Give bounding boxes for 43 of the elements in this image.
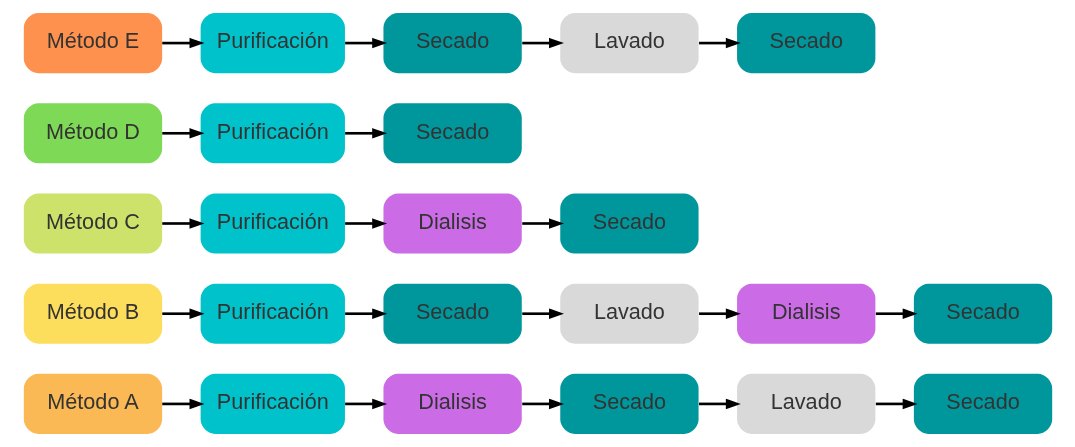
node-box: Método B [23, 283, 162, 344]
node-box: Secado [913, 373, 1052, 434]
node-box: Secado [559, 193, 699, 254]
node-box: Purificación [200, 283, 345, 344]
arrow [344, 128, 387, 139]
node-box: Secado [913, 283, 1052, 344]
node-box: Purificación [200, 13, 345, 74]
arrow [344, 398, 387, 410]
node-box: Dialisis [382, 193, 522, 254]
node-box: Purificación [200, 103, 345, 164]
arrow [698, 37, 741, 49]
arrow [698, 398, 741, 410]
node-box: Secado [559, 373, 699, 434]
node-box: Secado [382, 283, 522, 344]
arrow [875, 308, 918, 319]
arrow [161, 128, 204, 139]
arrow [875, 398, 918, 410]
arrow [521, 398, 564, 410]
node-box: Método C [23, 193, 162, 254]
node-box: Secado [736, 13, 875, 74]
arrow [344, 37, 387, 49]
node-box: Lavado [559, 13, 699, 74]
arrow [521, 218, 564, 229]
arrow [344, 308, 387, 319]
arrow [698, 308, 741, 319]
node-box: Método A [23, 373, 162, 434]
node-box: Purificación [200, 373, 345, 434]
arrow [521, 37, 564, 49]
node-box: Secado [382, 13, 522, 74]
node-box: Secado [382, 103, 522, 164]
node-box: Dialisis [736, 283, 875, 344]
arrow [161, 308, 204, 319]
arrow [344, 218, 387, 229]
arrow [521, 308, 564, 319]
node-box: Método D [23, 103, 162, 164]
node-box: Método E [23, 13, 162, 74]
node-box: Purificación [200, 193, 345, 254]
arrow [161, 218, 204, 229]
node-box: Lavado [736, 373, 875, 434]
node-box: Dialisis [382, 373, 522, 434]
arrow [161, 398, 204, 410]
node-box: Lavado [559, 283, 699, 344]
arrow [161, 37, 204, 49]
